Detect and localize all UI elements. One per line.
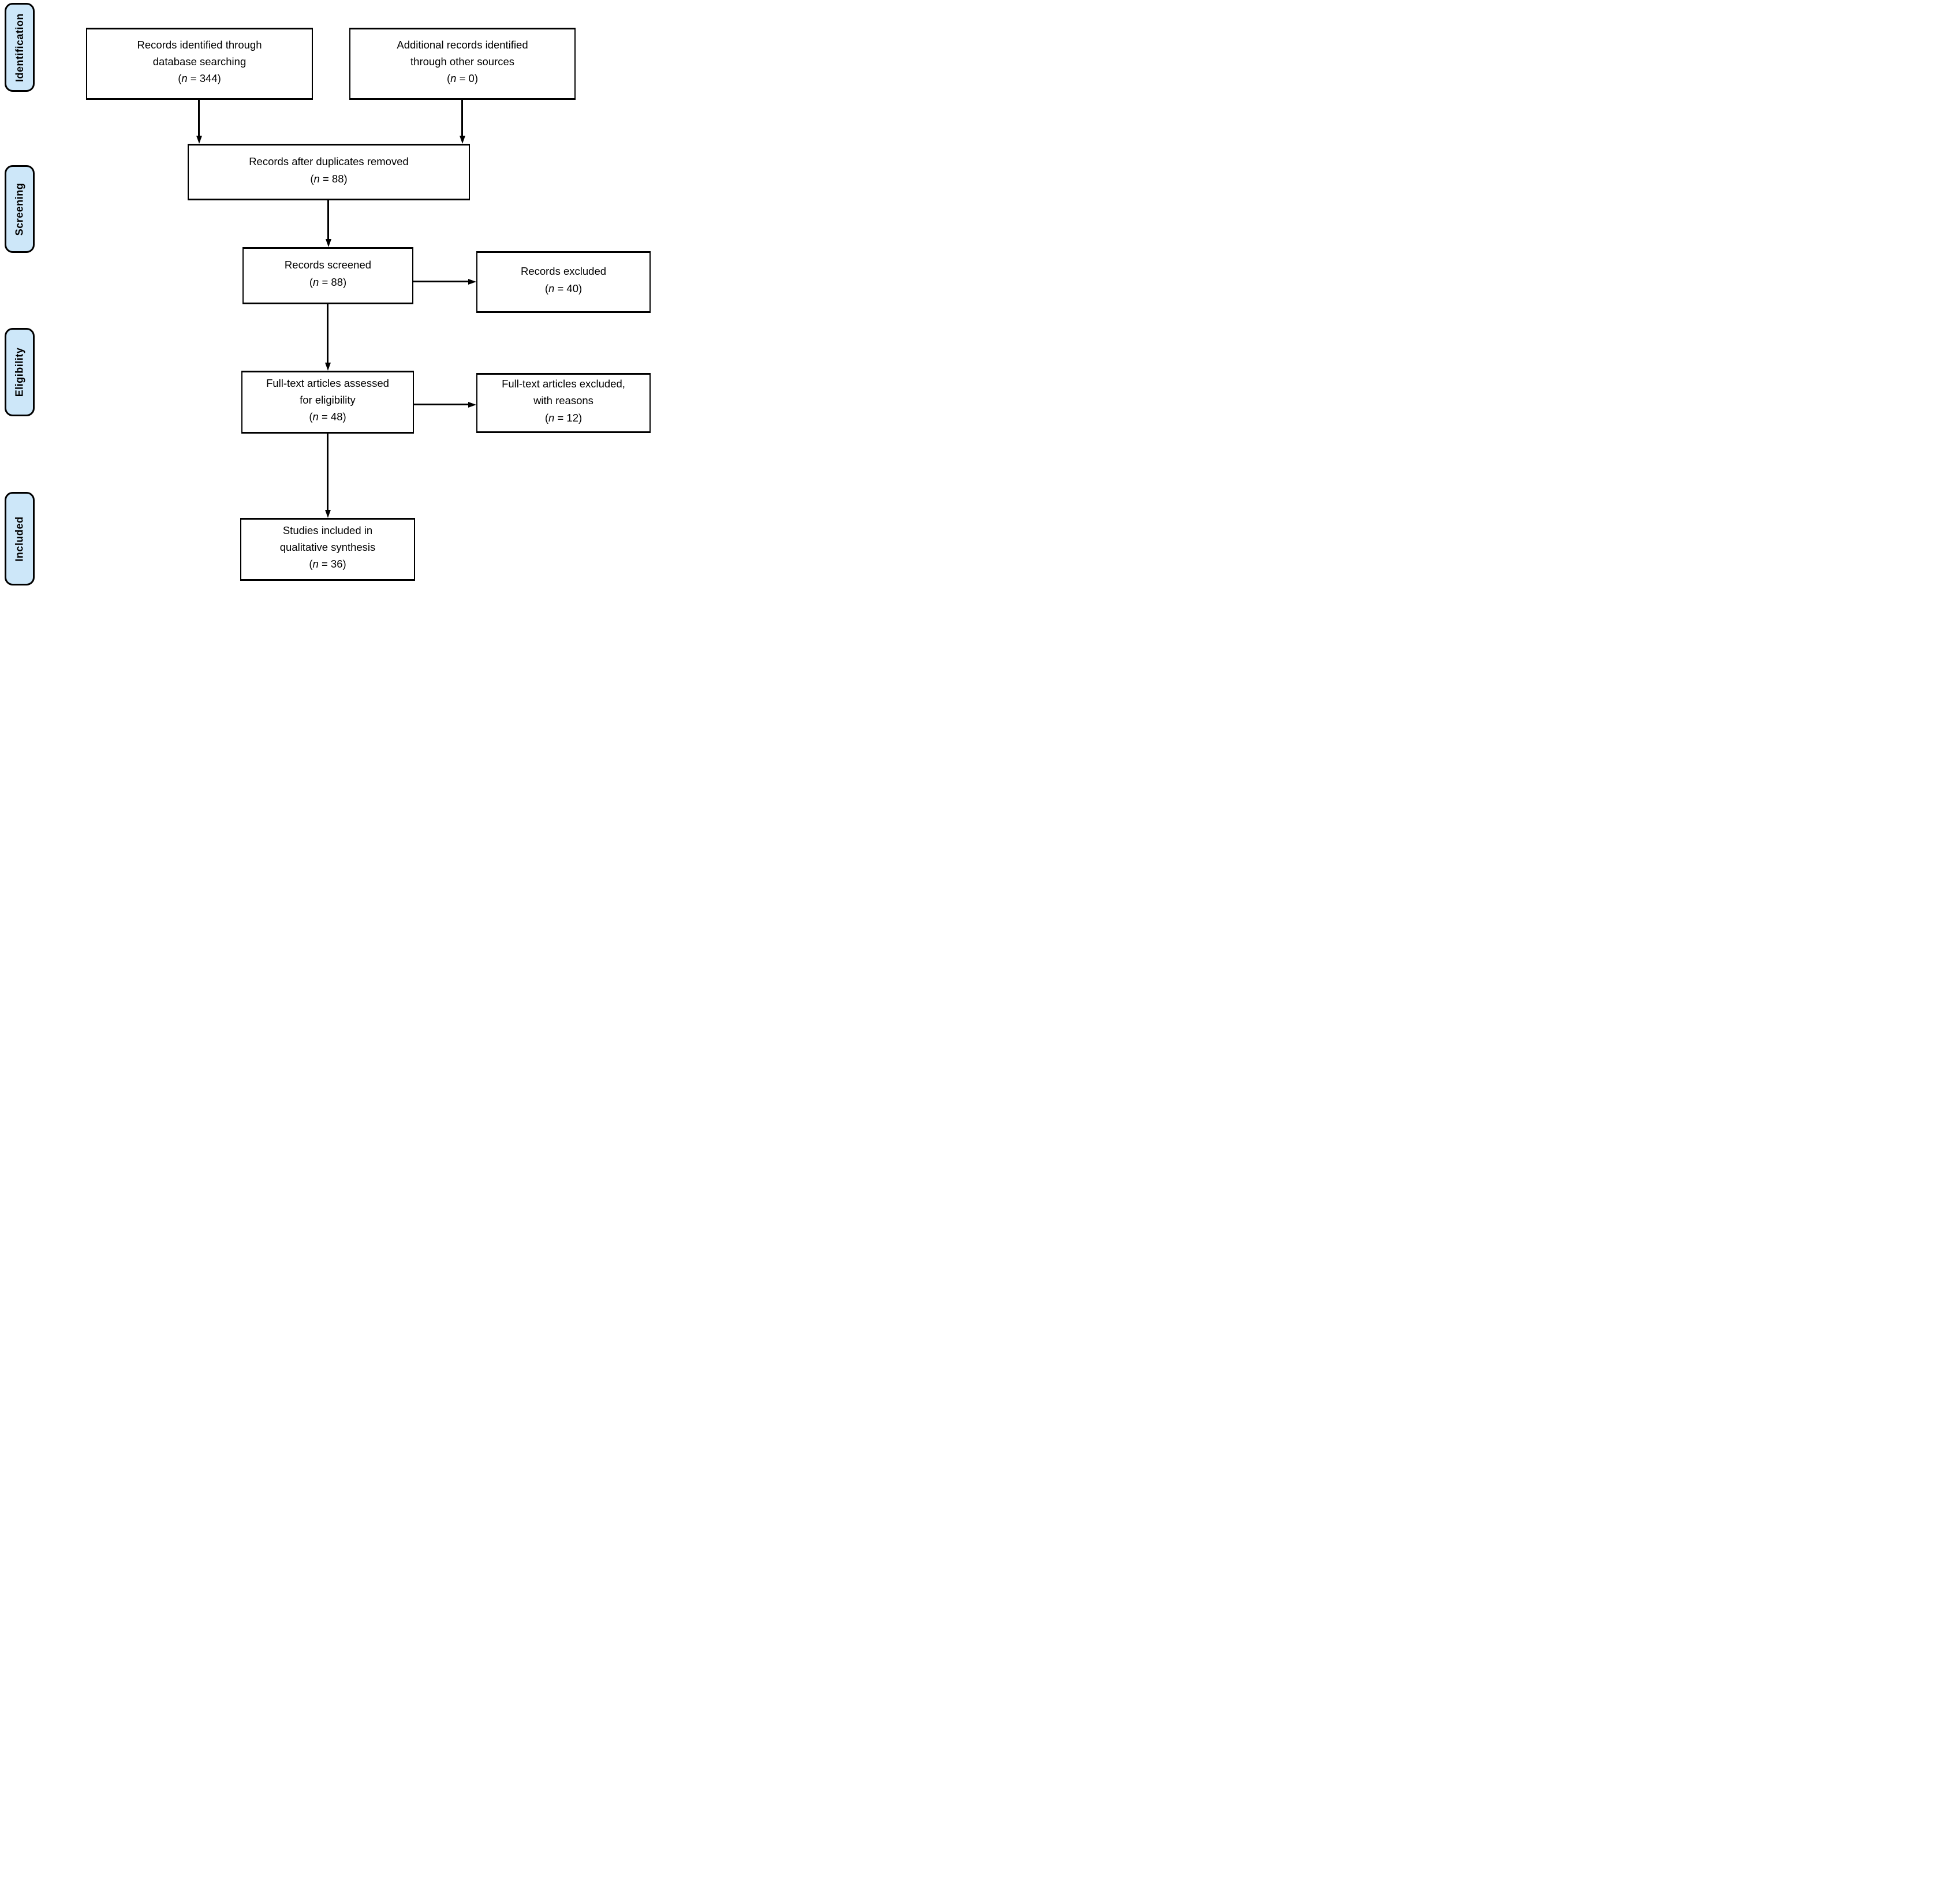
n-value: 88 [331,172,344,185]
box-studies-included: Studies included in qualitative synthesi… [240,518,415,581]
paren-close: ) [217,72,221,85]
equals-sign: = [187,72,200,85]
stage-screening-label: Screening [13,182,25,236]
n-value: 88 [331,276,343,288]
equals-sign: = [554,411,567,424]
paren-close: ) [342,411,346,423]
n-variable: n [312,558,319,570]
arrow-duplicates-to-screened [327,200,329,239]
paren-open: ( [446,72,451,85]
equals-sign: = [554,282,567,294]
equals-sign: = [456,72,469,85]
box-studies-included-label: Studies included in qualitative synthesi… [279,524,376,553]
n-value: 40 [566,282,578,294]
n-value: 344 [199,72,218,85]
n-variable: n [548,411,555,424]
box-records-after-duplicates: Records after duplicates removed (n = 88… [188,144,470,200]
arrow-screened-to-fulltext [327,304,328,363]
paren-close: ) [344,172,348,185]
box-fulltext-assessed-label: Full-text articles assessed for eligibil… [266,376,389,406]
stage-included-label: Included [13,516,25,562]
box-records-excluded: Records excluded (n = 40) [476,251,651,313]
stage-identification: Identification [5,3,35,92]
paren-open: ( [309,411,313,423]
n-value: 12 [566,411,578,424]
n-value: 36 [330,558,343,570]
paren-open: ( [309,276,313,288]
n-value: 48 [330,411,343,423]
stage-identification-label: Identification [13,13,25,82]
paren-open: ( [310,172,314,185]
paren-close: ) [578,411,583,424]
equals-sign: = [319,276,331,288]
n-variable: n [312,411,319,423]
box-records-identified-database-label: Records identified through database sear… [137,38,262,68]
box-fulltext-excluded-label: Full-text articles excluded, with reason… [502,378,625,407]
arrow-additional-to-duplicates [461,100,463,136]
box-records-excluded-count: (n = 40) [545,281,582,297]
n-variable: n [450,72,457,85]
paren-open: ( [544,282,549,294]
paren-close: ) [342,558,346,570]
equals-sign: = [318,558,331,570]
paren-close: ) [474,72,479,85]
stage-screening: Screening [5,165,35,253]
box-fulltext-excluded-count: (n = 12) [545,410,582,427]
n-variable: n [181,72,188,85]
box-fulltext-assessed-count: (n = 48) [309,409,346,426]
prisma-flow-diagram: Identification Screening Eligibility Inc… [0,0,654,632]
box-records-after-duplicates-label: Records after duplicates removed [249,155,409,167]
box-fulltext-assessed: Full-text articles assessed for eligibil… [241,371,414,434]
n-variable: n [313,276,319,288]
box-additional-records-other-sources: Additional records identified through ot… [349,28,576,100]
stage-eligibility: Eligibility [5,328,35,416]
box-additional-records-other-sources-label: Additional records identified through ot… [397,38,528,68]
box-additional-records-other-sources-count: (n = 0) [447,70,478,87]
n-variable: n [313,172,320,185]
equals-sign: = [318,411,331,423]
stage-eligibility-label: Eligibility [13,347,25,397]
paren-open: ( [309,558,313,570]
box-records-screened-label: Records screened [284,259,372,271]
equals-sign: = [319,172,332,185]
box-records-identified-database-count: (n = 344) [178,70,221,87]
paren-close: ) [342,276,347,288]
box-records-screened-count: (n = 88) [309,274,346,291]
paren-open: ( [178,72,182,85]
box-records-screened: Records screened (n = 88) [242,247,413,304]
stage-included: Included [5,492,35,585]
box-records-after-duplicates-count: (n = 88) [310,171,347,188]
box-studies-included-count: (n = 36) [309,556,346,573]
n-variable: n [548,282,555,294]
arrow-screened-to-excluded [413,281,468,282]
paren-open: ( [544,411,549,424]
arrow-fulltext-to-excluded [414,404,468,405]
box-records-identified-database: Records identified through database sear… [86,28,313,100]
n-value: 0 [468,72,475,85]
box-fulltext-excluded: Full-text articles excluded, with reason… [476,373,651,433]
arrow-identified-to-duplicates [198,100,200,136]
box-records-excluded-label: Records excluded [520,265,607,278]
paren-close: ) [578,282,583,294]
arrow-fulltext-to-included [327,434,328,510]
